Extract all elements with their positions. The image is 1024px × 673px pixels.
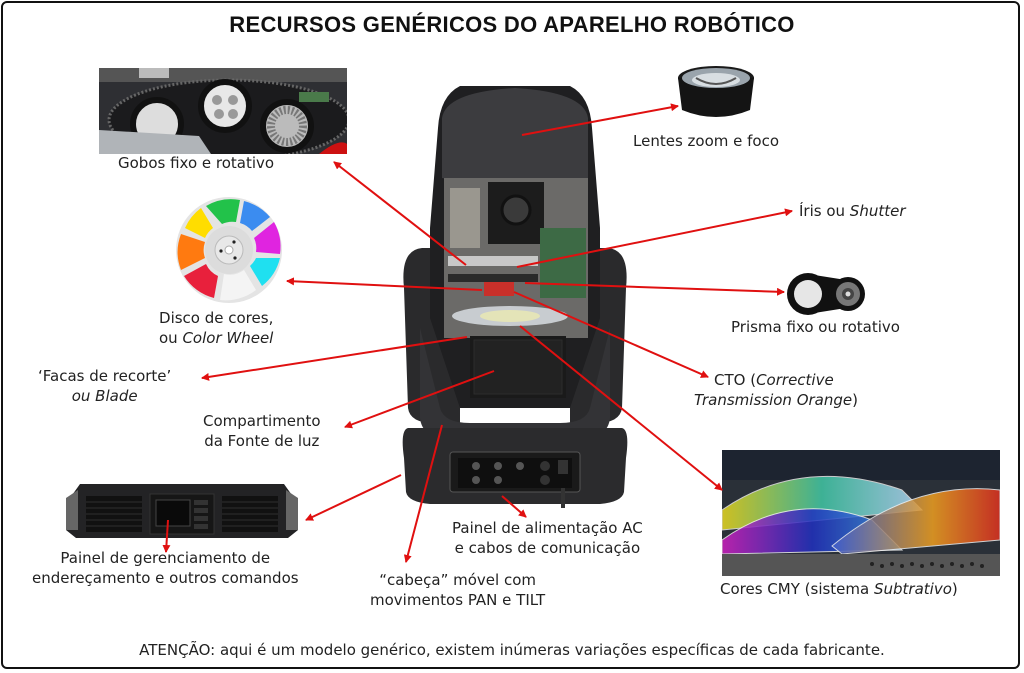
cto-italic2: Transmission Orange	[694, 391, 853, 409]
disco-label-line2: ou Color Wheel	[159, 328, 273, 348]
color-wheel-image	[170, 196, 288, 304]
disco-label: Disco de cores, ou Color Wheel	[159, 308, 273, 348]
cto-suffix: )	[852, 391, 858, 409]
cto-label-line2: Transmission Orange)	[694, 390, 858, 410]
cabeca-line1: “cabeça” móvel com	[379, 571, 536, 589]
cto-prefix: CTO (	[714, 371, 757, 389]
cto-label: CTO (Corrective Transmission Orange)	[694, 370, 858, 410]
cabeca-line2: movimentos PAN e TILT	[370, 591, 546, 609]
disco-label-prefix: ou	[159, 329, 183, 347]
cmy-filters-photo	[722, 450, 1000, 576]
cabeca-label: “cabeça” móvel com movimentos PAN e TILT	[370, 570, 545, 610]
iris-label-italic: Shutter	[849, 202, 906, 220]
diagram-title: RECURSOS GENÉRICOS DO APARELHO ROBÓTICO	[229, 12, 795, 37]
lentes-label: Lentes zoom e foco	[633, 132, 780, 150]
gobos-label: Gobos fixo e rotativo	[118, 154, 275, 172]
cmy-label: Cores CMY (sistema Subtrativo)	[720, 580, 958, 599]
facas-label: ‘Facas de recorte’ ou Blade	[38, 366, 171, 406]
cto-label-line1: CTO (Corrective	[694, 370, 858, 390]
compartimento-line1: Compartimento	[203, 412, 321, 430]
cmy-italic: Subtrativo	[873, 580, 952, 598]
compartimento-line2: da Fonte de luz	[204, 432, 320, 450]
painel-ger-line1: Painel de gerenciamento de	[60, 549, 271, 567]
painel-ac-line1: Painel de alimentação AC	[452, 519, 643, 537]
painel-gerenciamento-label: Painel de gerenciamento de endereçamento…	[32, 548, 299, 588]
cto-italic1: Corrective	[756, 371, 834, 389]
lens-photo	[676, 64, 756, 120]
iris-label: Íris ou Shutter	[799, 202, 906, 221]
prisma-label: Prisma fixo ou rotativo	[731, 318, 900, 336]
facas-label-line1: ‘Facas de recorte’	[38, 367, 172, 385]
cmy-suffix: )	[951, 580, 958, 598]
painel-ac-line2: e cabos de comunicação	[454, 539, 641, 557]
cmy-prefix: Cores CMY (sistema	[720, 580, 874, 598]
iris-label-text: Íris ou	[799, 202, 850, 220]
disco-label-italic: Color Wheel	[182, 329, 274, 347]
moving-head-device-photo	[400, 78, 630, 508]
facas-label-line2: ou Blade	[71, 387, 138, 405]
painel-ger-line2: endereçamento e outros comandos	[32, 569, 299, 587]
gobos-photo	[99, 68, 347, 154]
footer-note: ATENÇÃO: aqui é um modelo genérico, exis…	[139, 641, 885, 659]
disco-label-line1: Disco de cores,	[159, 309, 274, 327]
control-panel-photo	[62, 478, 302, 548]
prism-image	[786, 272, 868, 316]
painel-ac-label: Painel de alimentação AC e cabos de comu…	[452, 518, 643, 558]
compartimento-label: Compartimento da Fonte de luz	[203, 411, 321, 451]
